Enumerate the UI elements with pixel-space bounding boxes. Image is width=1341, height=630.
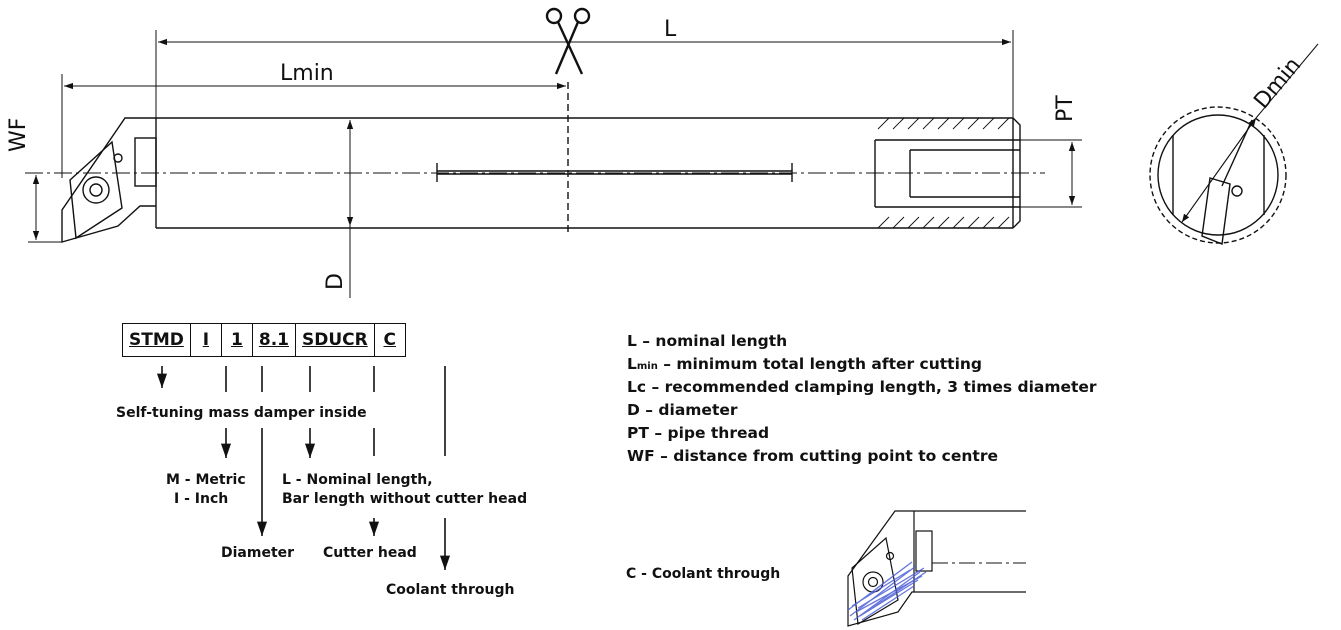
code-field-length: 8.1: [251, 323, 297, 357]
coolant-note: C - Coolant through: [626, 566, 781, 582]
dmin-dimension: [1181, 43, 1319, 223]
dim-WF-label: WF: [6, 118, 31, 152]
coolant-spray: [847, 561, 927, 621]
code-field-type: STMD: [122, 323, 191, 357]
legend-item: D – diameter: [627, 401, 738, 419]
designation-code: STMD I 1 8.1 SDUCR C: [122, 323, 406, 357]
scissors-icon: [545, 7, 591, 75]
dim-D-label: D: [323, 273, 348, 290]
note-coolant: Coolant through: [386, 582, 515, 598]
note-cutter-head: Cutter head: [323, 545, 417, 561]
end-view: [1149, 106, 1287, 245]
legend-item: Lc – recommended clamping length, 3 time…: [627, 378, 1097, 396]
legend-item: Lmin – minimum total length after cuttin…: [627, 355, 983, 373]
note-length-line2: Bar length without cutter head: [282, 491, 528, 507]
dim-L-label: L: [664, 17, 677, 42]
legend-item: PT – pipe thread: [627, 424, 770, 442]
coolant-illustration: [847, 510, 1026, 627]
dim-PT-label: PT: [1053, 95, 1078, 122]
legend-item: WF – distance from cutting point to cent…: [627, 447, 998, 465]
code-field-unit: I: [189, 323, 222, 357]
dim-Dmin-label: Dmin: [1249, 53, 1306, 114]
note-diameter: Diameter: [221, 545, 295, 561]
code-field-cutter: SDUCR: [295, 323, 375, 357]
code-connectors: [156, 366, 451, 570]
note-unit-inch: I - Inch: [174, 491, 229, 507]
note-damper: Self-tuning mass damper inside: [116, 405, 367, 421]
note-length-line1: L - Nominal length,: [282, 472, 433, 488]
legend: L – nominal length Lmin – minimum total …: [627, 330, 1097, 468]
code-field-coolant: C: [373, 323, 406, 357]
boring-bar: [61, 117, 1021, 243]
code-field-diameter: 1: [220, 323, 253, 357]
note-unit-metric: M - Metric: [166, 472, 246, 488]
thread-hatching: [877, 117, 1010, 229]
dimension-lines: [28, 30, 1082, 298]
dim-Lmin-label: Lmin: [280, 61, 334, 86]
legend-item: L – nominal length: [627, 332, 788, 350]
